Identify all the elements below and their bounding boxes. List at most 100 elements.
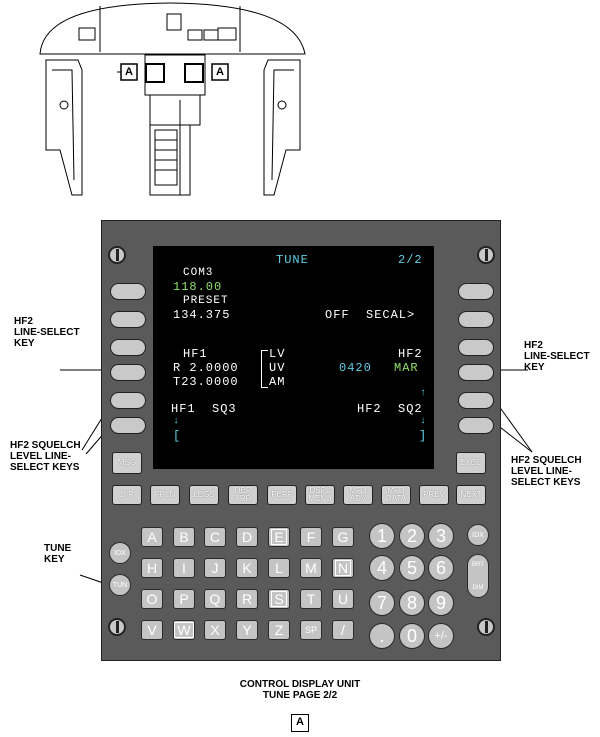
caption-ref-box: A	[291, 714, 309, 732]
caption-line-2: TUNE PAGE 2/2	[262, 690, 338, 701]
lsk-2l[interactable]	[110, 311, 146, 328]
num-key-4[interactable]: 4	[369, 555, 395, 581]
alpha-key-c[interactable]: C	[204, 527, 226, 547]
alpha-key-r[interactable]: R	[236, 589, 258, 609]
num-key-0[interactable]: 0	[399, 623, 425, 649]
legs-key[interactable]: LEGS	[189, 485, 219, 505]
fpln-key[interactable]: FPLN	[150, 485, 180, 505]
hf2-mar: MAR	[394, 361, 419, 375]
lsk-3r[interactable]	[458, 339, 494, 356]
alpha-key-label: H	[146, 560, 158, 576]
lsk-5r[interactable]	[458, 392, 494, 409]
num-key-9[interactable]: 9	[428, 590, 454, 616]
perf-key[interactable]: PERF	[267, 485, 297, 505]
hf2-squelch-up-arrow: ↑	[420, 388, 428, 399]
mode-lv: LV	[269, 347, 286, 361]
callout-tune-key: TUNE KEY	[44, 543, 72, 565]
brt-dim-rocker[interactable]: BRT DIM	[467, 554, 489, 598]
callout-hf2-squelch-left: HF2 SQUELCH LEVEL LINE- SELECT KEYS	[10, 440, 81, 473]
alpha-key-l[interactable]: L	[268, 558, 290, 578]
num-key-plus-minus[interactable]: +/-	[428, 623, 454, 649]
screw-icon-top-left	[108, 246, 126, 264]
exec-key[interactable]: EXEC	[456, 452, 486, 474]
mfd-adv-key[interactable]: MFD ADV	[343, 485, 373, 505]
alpha-key-label: R	[241, 591, 253, 607]
num-key-3[interactable]: 3	[428, 523, 454, 549]
num-key-1[interactable]: 1	[369, 523, 395, 549]
tun-key[interactable]: TUN	[109, 574, 131, 596]
lsk-3l[interactable]	[110, 339, 146, 356]
alpha-key-j[interactable]: J	[204, 558, 226, 578]
hf2-squelch: HF2 SQ2	[357, 402, 423, 416]
alpha-key-a[interactable]: A	[141, 527, 163, 547]
alpha-key-y[interactable]: Y	[236, 620, 258, 640]
alpha-key-label: SP	[304, 625, 317, 635]
lsk-1l[interactable]	[110, 283, 146, 300]
lsk-4r[interactable]	[458, 364, 494, 381]
idx-left-key[interactable]: IDX	[109, 542, 131, 564]
num-key-2[interactable]: 2	[399, 523, 425, 549]
alpha-key-t[interactable]: T	[300, 589, 322, 609]
alpha-key-h[interactable]: H	[141, 558, 163, 578]
hf1-receive-frequency: R 2.0000	[173, 361, 239, 375]
dspl-menu-key[interactable]: DSPL MENU	[305, 485, 335, 505]
num-key-7[interactable]: 7	[369, 590, 395, 616]
lsk-4l[interactable]	[110, 364, 146, 381]
alpha-key-n[interactable]: N	[332, 558, 354, 578]
lsk-2r[interactable]	[458, 311, 494, 328]
idx-right-key[interactable]: IDX	[467, 524, 489, 546]
prev-key[interactable]: PREV	[419, 485, 449, 505]
alpha-key-u[interactable]: U	[332, 589, 354, 609]
page-title: TUNE	[276, 253, 309, 267]
alpha-key-label: F	[306, 529, 316, 545]
num-key-6[interactable]: 6	[428, 555, 454, 581]
alpha-key-label: I	[182, 560, 186, 576]
alpha-key-p[interactable]: P	[173, 589, 195, 609]
alpha-key-i[interactable]: I	[173, 558, 195, 578]
dir-key[interactable]: DIR	[112, 485, 142, 505]
alpha-key-label: W	[174, 622, 194, 638]
alpha-key-g[interactable]: G	[332, 527, 354, 547]
alpha-key-k[interactable]: K	[236, 558, 258, 578]
hf1-label: HF1	[183, 347, 208, 361]
locator-tag-right	[211, 63, 229, 81]
screw-icon-top-right	[477, 246, 495, 264]
alpha-key-s[interactable]: S	[268, 589, 290, 609]
alpha-key-x[interactable]: X	[204, 620, 226, 640]
hf2-squelch-down-arrow: ↓	[420, 416, 428, 427]
locator-label-right: A	[216, 66, 224, 78]
num-key-decimal[interactable]: .	[369, 623, 395, 649]
lsk-1r[interactable]	[458, 283, 494, 300]
hf2-channel: 0420	[339, 361, 372, 375]
alpha-key-sp[interactable]: SP	[300, 620, 322, 640]
callout-hf2-lsk-right: HF2 LINE-SELECT KEY	[524, 340, 590, 373]
alpha-key-f[interactable]: F	[300, 527, 322, 547]
alpha-key-label: X	[210, 622, 220, 638]
alpha-key-q[interactable]: Q	[204, 589, 226, 609]
mfd-data-key[interactable]: MFD DATA	[381, 485, 411, 505]
next-key[interactable]: NEXT	[456, 485, 486, 505]
lsk-6l[interactable]	[110, 417, 146, 434]
alpha-key-label: Z	[274, 622, 284, 638]
alpha-key-e[interactable]: E	[268, 527, 290, 547]
com3-label: COM3	[183, 267, 214, 279]
num-key-8[interactable]: 8	[399, 590, 425, 616]
msg-key[interactable]: MSG	[112, 452, 142, 474]
alpha-key-v[interactable]: V	[141, 620, 163, 640]
figure-caption: CONTROL DISPLAY UNIT TUNE PAGE 2/2	[200, 679, 400, 701]
alpha-key-label: A	[147, 529, 157, 545]
right-entry-bracket: ]	[419, 429, 428, 443]
dep-arr-key[interactable]: DEP ARR	[228, 485, 258, 505]
alpha-key-w[interactable]: W	[173, 620, 195, 640]
alpha-key-slash[interactable]: /	[332, 620, 354, 640]
alpha-key-m[interactable]: M	[300, 558, 322, 578]
lsk-6r[interactable]	[458, 417, 494, 434]
alpha-key-z[interactable]: Z	[268, 620, 290, 640]
lsk-5l[interactable]	[110, 392, 146, 409]
alpha-key-o[interactable]: O	[141, 589, 163, 609]
alpha-key-d[interactable]: D	[236, 527, 258, 547]
alpha-key-b[interactable]: B	[173, 527, 195, 547]
callout-hf2-lsk-left: HF2 LINE-SELECT KEY	[14, 316, 80, 349]
num-key-5[interactable]: 5	[399, 555, 425, 581]
